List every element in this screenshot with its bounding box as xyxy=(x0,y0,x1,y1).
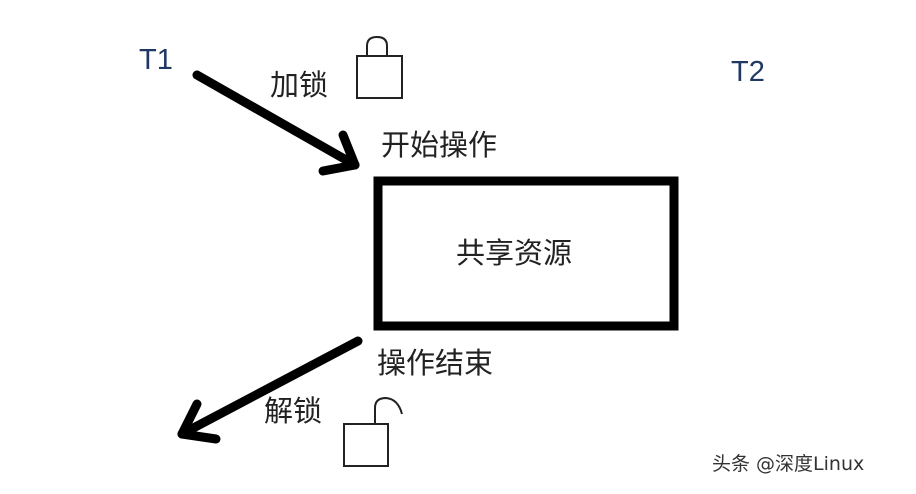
thread-t2-label: T2 xyxy=(731,56,765,88)
arrow-lock-to-resource xyxy=(192,70,360,176)
padlock-closed-icon xyxy=(356,35,403,99)
lock-step-label: 加锁 xyxy=(270,68,329,102)
start-operation-label: 开始操作 xyxy=(381,128,498,162)
padlock-open-icon xyxy=(343,396,403,467)
thread-t1-label: T1 xyxy=(139,44,173,76)
arrow-resource-to-unlock xyxy=(177,336,363,444)
shared-resource-label: 共享资源 xyxy=(456,236,573,270)
watermark-text: 头条 @深度Linux xyxy=(712,453,865,475)
end-operation-label: 操作结束 xyxy=(377,346,494,380)
unlock-step-label: 解锁 xyxy=(264,394,323,428)
shared-resource-box xyxy=(373,176,679,331)
